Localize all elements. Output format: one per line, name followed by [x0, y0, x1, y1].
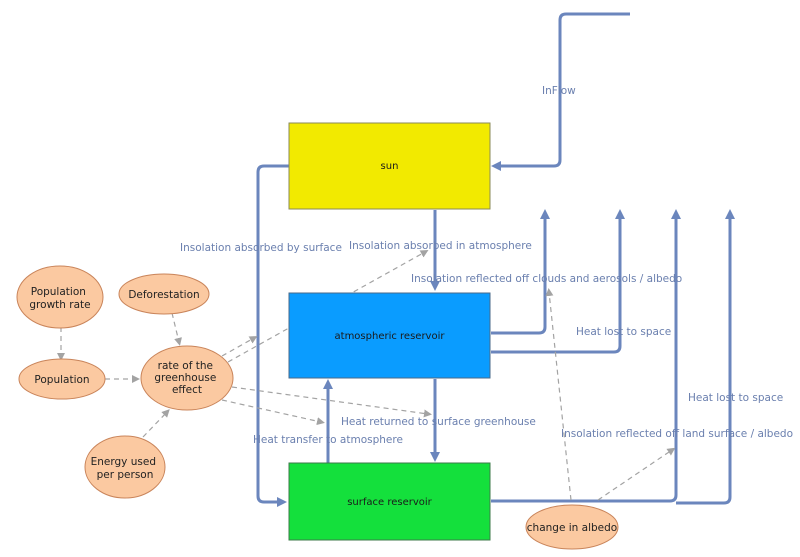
surface-reservoir-box	[288, 462, 491, 541]
stock-sun[interactable]: sun	[288, 122, 491, 210]
flow-label-reflected-clouds[interactable]: Insolation reflected off clouds and aero…	[411, 273, 682, 285]
flow-label-insolation-surface[interactable]: Insolation absorbed by surface	[180, 242, 342, 254]
population-label: Population	[34, 374, 89, 386]
link-albedo-reflected-clouds	[545, 288, 572, 501]
stock-surface-reservoir[interactable]: surface reservoir	[288, 462, 491, 541]
heat-lost-1-pipe	[491, 209, 625, 354]
link-albedo-reflected-land	[597, 447, 676, 501]
atmospheric-reservoir-box	[288, 292, 491, 379]
flow-label-heat-returned[interactable]: Heat returned to surface greenhouse	[341, 416, 536, 428]
flow-label-heat-lost-2[interactable]: Heat lost to space	[688, 392, 783, 404]
insolation-surface-pipe	[256, 164, 289, 507]
population-ellipse	[18, 358, 106, 400]
variable-change-in-albedo[interactable]: change in albedo	[525, 504, 619, 550]
heat-lost-2-pipe	[676, 209, 735, 505]
greenhouse-effect-label: rate of the greenhouse effect	[154, 360, 219, 396]
link-deforestation-greenhouse	[171, 312, 182, 346]
population-growth-rate-ellipse	[16, 265, 104, 329]
inflow-pipe	[491, 12, 630, 171]
atmospheric-reservoir-label: atmospheric reservoir	[335, 331, 446, 342]
variable-population[interactable]: Population	[18, 358, 106, 400]
population-growth-rate-line-1: Population	[31, 286, 86, 298]
flow-label-insolation-atmosphere[interactable]: Insolation absorbed in atmosphere	[349, 240, 532, 252]
reflected-clouds-pipe	[491, 209, 550, 335]
change-in-albedo-ellipse	[525, 504, 619, 550]
energy-used-per-person-ellipse	[84, 435, 166, 499]
link-greenhouse-heat-returned	[231, 386, 432, 418]
greenhouse-effect-ellipse	[140, 345, 234, 411]
greenhouse-effect-line-1: rate of the	[158, 360, 213, 372]
energy-used-per-person-line-1: Energy used	[91, 456, 156, 468]
greenhouse-effect-line-3: effect	[172, 384, 202, 396]
sun-label: sun	[381, 161, 399, 172]
link-greenhouse-insolation-surface	[221, 336, 258, 357]
variable-greenhouse-effect[interactable]: rate of the greenhouse effect	[140, 345, 234, 411]
flow-label-heat-transfer[interactable]: Heat transfer to atmosphere	[253, 434, 403, 446]
stock-atmospheric-reservoir[interactable]: atmospheric reservoir	[288, 292, 491, 379]
deforestation-label: Deforestation	[128, 289, 199, 301]
variable-energy-used-per-person[interactable]: Energy used per person	[84, 435, 166, 499]
population-growth-rate-label: Population growth rate	[29, 286, 90, 311]
flow-pipes	[256, 12, 735, 507]
sun-box	[288, 122, 491, 210]
population-growth-rate-line-2: growth rate	[29, 299, 90, 311]
reflected-land-pipe	[491, 209, 681, 503]
flow-label-heat-lost-1[interactable]: Heat lost to space	[576, 326, 671, 338]
change-in-albedo-label: change in albedo	[527, 522, 617, 534]
surface-reservoir-label: surface reservoir	[347, 497, 432, 508]
variable-deforestation[interactable]: Deforestation	[118, 273, 210, 315]
flow-label-reflected-land[interactable]: Insolation reflected off land surface / …	[561, 428, 793, 440]
energy-used-per-person-label: Energy used per person	[91, 456, 160, 481]
variable-population-growth-rate[interactable]: Population growth rate	[16, 265, 104, 329]
link-energy-greenhouse	[142, 409, 170, 438]
link-greenhouse-heat-transfer	[221, 399, 325, 426]
energy-used-per-person-line-2: per person	[97, 469, 154, 481]
flow-labels: InFlow Insolation absorbed by surface In…	[180, 85, 793, 446]
greenhouse-effect-line-2: greenhouse	[154, 372, 216, 384]
deforestation-ellipse	[118, 273, 210, 315]
flow-label-inflow[interactable]: InFlow	[542, 85, 576, 97]
